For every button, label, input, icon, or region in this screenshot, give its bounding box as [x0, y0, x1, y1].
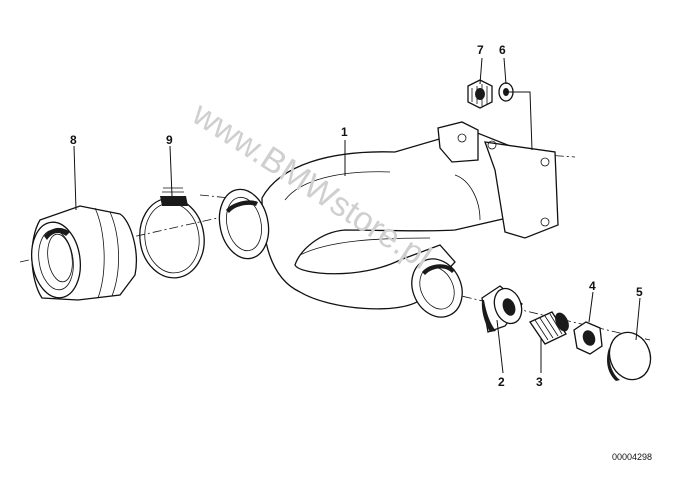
- callout-9: 9: [166, 133, 173, 147]
- document-number: 00004298: [612, 452, 652, 462]
- rubber-sleeve-part-8: [31, 205, 137, 301]
- callout-5: 5: [636, 285, 643, 299]
- callout-3: 3: [536, 375, 543, 389]
- callout-4: 4: [589, 279, 596, 293]
- hose-clamp-part-9: [139, 187, 205, 279]
- y-pipe-part-1: [218, 121, 559, 318]
- threaded-stud-part-3: [529, 311, 569, 345]
- callout-1: 1: [341, 125, 348, 139]
- callout-6: 6: [499, 43, 506, 57]
- bush-part-2: [481, 285, 523, 333]
- callout-labels: 1 2 3 4 5 6 7 8 9: [70, 43, 643, 389]
- hex-nut-part-4: [573, 321, 603, 355]
- callout-2: 2: [498, 375, 505, 389]
- cap-part-5: [607, 331, 652, 381]
- callout-8: 8: [70, 133, 77, 147]
- nut-part-7: [467, 79, 493, 109]
- leader-lines: [73, 57, 641, 374]
- callout-7: 7: [477, 43, 484, 57]
